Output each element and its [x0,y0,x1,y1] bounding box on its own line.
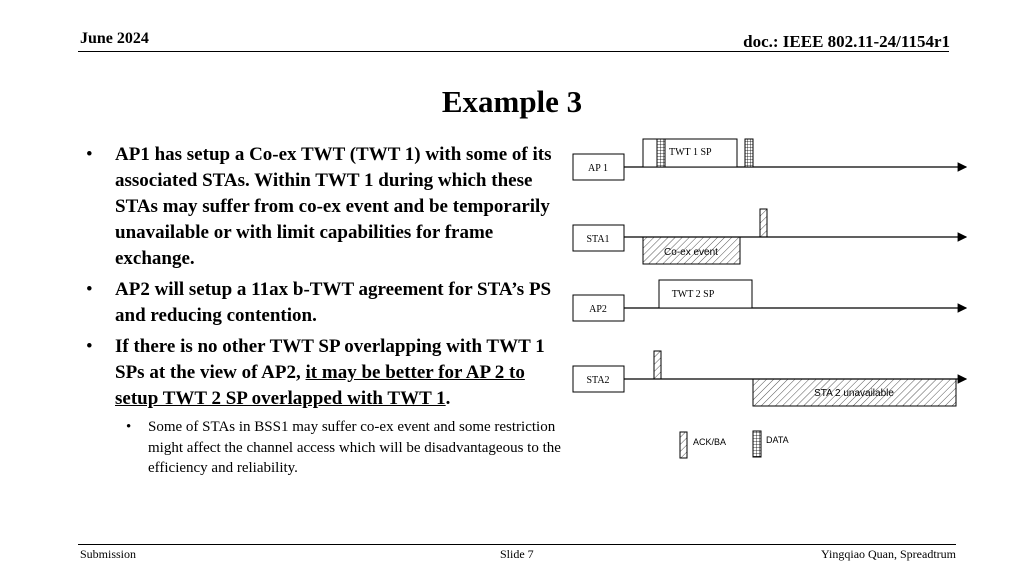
slide-body: • AP1 has setup a Co-ex TWT (TWT 1) with… [82,142,562,479]
twt1-sp-box [642,138,738,168]
bullet-dot: • [86,144,93,165]
coex-event-box [642,236,741,265]
ap1-data-frame [656,138,666,168]
sub-bullet-dot: • [126,419,132,435]
bullet-2-text: AP2 will setup a 11ax b-TWT agreement fo… [115,279,552,326]
bullet-3-period: . [445,388,451,409]
footer-submission: Submission [80,547,137,561]
sta1-label-box [572,224,625,252]
sta2-unavailable-box [752,378,957,407]
diagram-legend: ACK/BA DATA [679,430,789,459]
ack-legend-label: ACK/BA [693,437,726,447]
bullet-2: • AP2 will setup a 11ax b-TWT agreement … [82,277,562,329]
sta1-row: STA1 Co-ex event [572,208,968,265]
bullet-dot: • [86,279,93,300]
sta2-ack-frame [653,350,662,380]
sub-bullet-text: Some of STAs in BSS1 may suffer co-ex ev… [148,419,561,476]
ap1-label-box [572,153,625,181]
footer-divider [78,544,956,545]
ack-legend-swatch [679,431,688,459]
bullet-dot: • [86,336,93,357]
footer-slide-number: Slide 7 [500,547,534,561]
sub-bullet: • Some of STAs in BSS1 may suffer co-ex … [82,417,562,479]
ap2-label-box [572,294,625,322]
twt1-sp-label: TWT 1 SP [669,147,712,158]
ap1-row: AP 1 TWT 1 SP [572,138,968,181]
footer-author: Yingqiao Quan, Spreadtrum [821,547,956,561]
bullet-1: • AP1 has setup a Co-ex TWT (TWT 1) with… [82,142,562,272]
coex-event-label: Co-ex event [664,247,718,258]
twt2-sp-box [658,279,753,309]
header-doc-id: doc.: IEEE 802.11-24/1154r1 [743,32,950,51]
ap1-label: AP 1 [588,163,608,174]
ap1-data-frame-end [744,138,754,168]
twt2-sp-label: TWT 2 SP [672,289,715,300]
bullet-3: • If there is no other TWT SP overlappin… [82,334,562,412]
ap2-row: AP2 TWT 2 SP [572,279,968,322]
sta1-ack-frame [759,208,768,238]
data-legend-swatch [752,430,762,458]
bullet-1-text: AP1 has setup a Co-ex TWT (TWT 1) with s… [115,144,552,269]
slide-title: Example 3 [441,84,583,119]
sta2-row: STA2 STA 2 unavailable [572,350,968,407]
sta2-label: STA2 [586,375,609,386]
bullet-3-text: If there is no other TWT SP overlapping … [115,336,545,383]
sta2-label-box [572,365,625,393]
ap2-label: AP2 [589,304,607,315]
header-date: June 2024 [80,30,149,47]
sta1-label: STA1 [586,234,609,245]
bullet-3-underlined-text: it may be better for AP 2 to setup TWT 2… [115,362,525,409]
data-legend-label: DATA [766,435,789,445]
header-divider [78,51,949,52]
sta2-unavailable-label: STA 2 unavailable [814,388,894,399]
